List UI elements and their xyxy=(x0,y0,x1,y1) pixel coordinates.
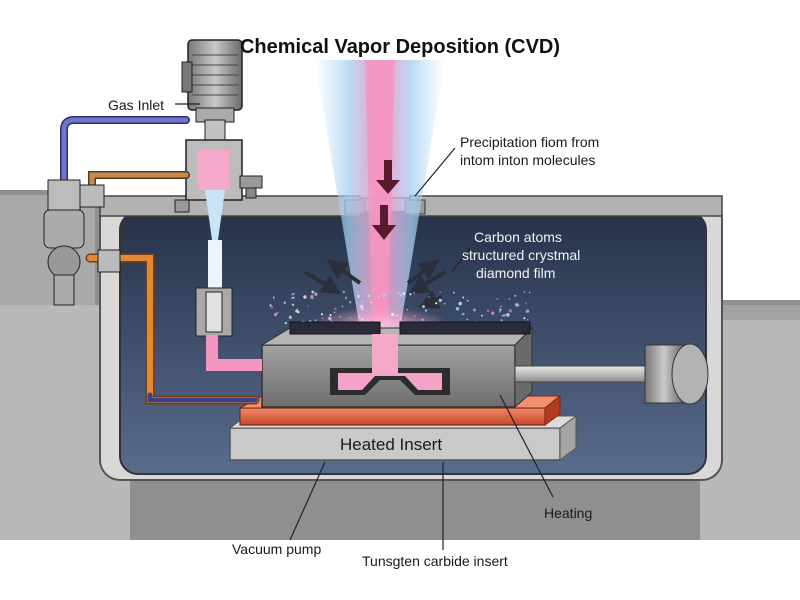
gas-inlet-label: Gas Inlet xyxy=(108,97,165,113)
leader-lines xyxy=(175,103,554,550)
vacuum-pump-label: Vacuum pump xyxy=(232,541,322,557)
carbon-label-line3: diamond film xyxy=(476,265,556,281)
tungsten-carbide-block xyxy=(260,321,534,409)
carbon-flow-arrows xyxy=(303,259,447,309)
motor-assembly xyxy=(181,39,262,371)
precipitation-label-line2: intom inton molecules xyxy=(460,152,596,168)
heated-insert-label: Heated Insert xyxy=(340,435,443,454)
carbon-label-line2: structured crystmal xyxy=(462,247,581,263)
drive-shaft xyxy=(514,343,709,405)
heating-label: Heating xyxy=(544,505,593,521)
diagram-title: Chemical Vapor Deposition (CVD) xyxy=(239,36,561,58)
precipitation-arrows xyxy=(372,160,400,240)
precipitation-label-line1: Precipitation fiom from xyxy=(460,134,600,150)
vacuum-pump-valves xyxy=(43,175,263,306)
tungsten-insert-label: Tunsgten carbide insert xyxy=(362,553,508,569)
carbon-label-line1: Carbon atoms xyxy=(474,229,562,245)
